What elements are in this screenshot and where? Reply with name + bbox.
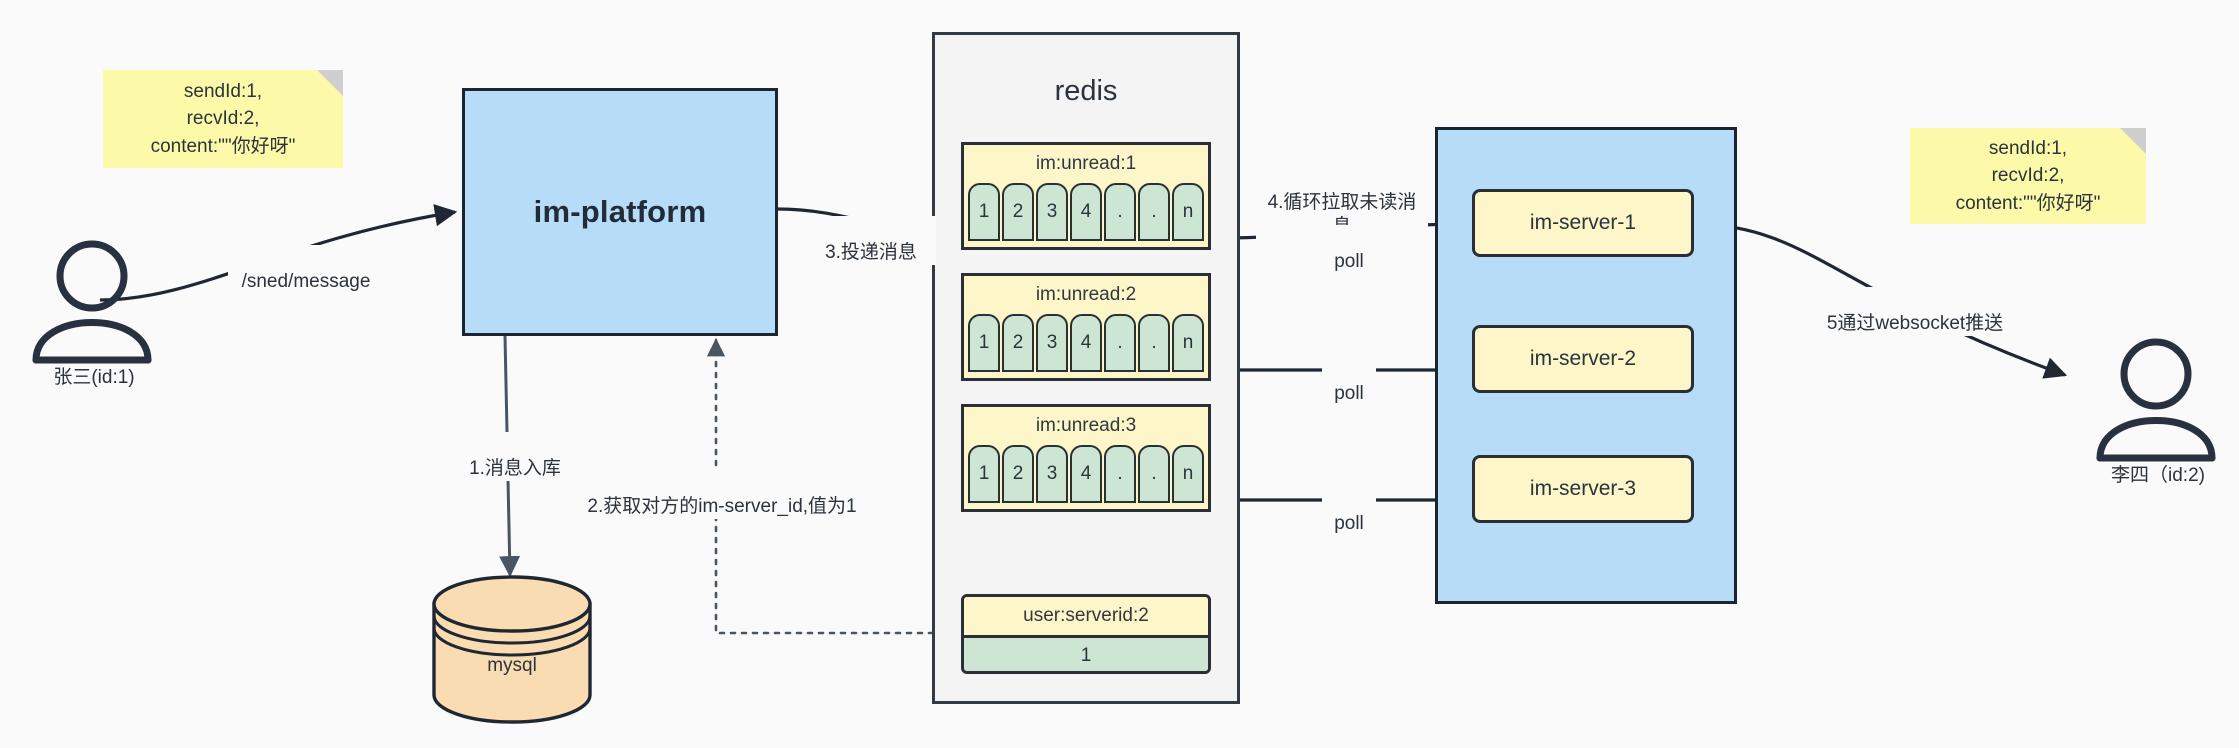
im-server-3-label: im-server-3 (1529, 477, 1637, 500)
sticky-fold-corner (317, 70, 343, 96)
im-server-2-box[interactable]: im-server-2 (1472, 325, 1694, 393)
list-item: 2 (1002, 314, 1034, 372)
sticky-note-left: sendId:1, recvId:2, content:""你好呀" (103, 70, 343, 168)
list-item: . (1104, 314, 1136, 372)
list-item: 4 (1070, 183, 1102, 241)
receiver-user-icon (2096, 338, 2216, 462)
list-item: n (1172, 445, 1204, 503)
sender-user-icon (32, 240, 152, 364)
list-item: . (1104, 183, 1136, 241)
edge-label-step4: 4.循环拉取未读消 息 (1256, 166, 1428, 241)
im-server-1-label: im-server-1 (1529, 211, 1637, 234)
redis-unread-list-3: im:unread:3 1 2 3 4 . . n (961, 404, 1211, 512)
edge-label-poll-1: poll (1322, 225, 1376, 275)
redis-unread-key-3: im:unread:3 (964, 407, 1208, 445)
sender-caption: 张三(id:1) (53, 367, 135, 388)
redis-unread-cells-3: 1 2 3 4 . . n (964, 445, 1208, 507)
sticky-note-left-text: sendId:1, recvId:2, content:""你好呀" (150, 80, 296, 157)
redis-unread-cells-2: 1 2 3 4 . . n (964, 314, 1208, 376)
im-platform-label: im-platform (533, 194, 707, 229)
edge-step2-lookup (706, 338, 957, 635)
list-item: n (1172, 183, 1204, 241)
list-item: . (1138, 445, 1170, 503)
receiver-caption: 李四（id:2) (2111, 465, 2205, 486)
redis-unread-cells-1: 1 2 3 4 . . n (964, 183, 1208, 245)
edge-label-poll-3: poll (1322, 487, 1376, 537)
im-server-1-box[interactable]: im-server-1 (1472, 189, 1694, 257)
list-item: 3 (1036, 183, 1068, 241)
edge-label-poll-2: poll (1322, 357, 1376, 407)
im-server-2-label: im-server-2 (1529, 347, 1637, 370)
edge-label-step5: 5通过websocket推送 (1788, 287, 2042, 337)
im-platform-box[interactable]: im-platform (462, 88, 778, 336)
redis-unread-key-1: im:unread:1 (964, 145, 1208, 183)
list-item: 4 (1070, 314, 1102, 372)
sticky-note-right: sendId:1, recvId:2, content:""你好呀" (1910, 128, 2146, 224)
list-item: . (1138, 183, 1170, 241)
list-item: 2 (1002, 183, 1034, 241)
sticky-fold-corner (2120, 128, 2146, 154)
redis-user-serverid-value: 1 (964, 635, 1208, 671)
list-item: 1 (968, 183, 1000, 241)
redis-user-serverid-entry: user:serverid:2 1 (961, 594, 1211, 674)
redis-title: redis (1054, 75, 1118, 107)
list-item: 4 (1070, 445, 1102, 503)
redis-unread-list-1: im:unread:1 1 2 3 4 . . n (961, 142, 1211, 250)
edge-label-step1: 1.消息入库 (446, 432, 584, 482)
list-item: . (1138, 314, 1170, 372)
list-item: 3 (1036, 314, 1068, 372)
im-server-3-box[interactable]: im-server-3 (1472, 455, 1694, 523)
edge-label-send-message: /sned/message (228, 245, 384, 295)
sticky-note-right-text: sendId:1, recvId:2, content:""你好呀" (1955, 137, 2101, 214)
redis-unread-list-2: im:unread:2 1 2 3 4 . . n (961, 273, 1211, 381)
list-item: n (1172, 314, 1204, 372)
list-item: 3 (1036, 445, 1068, 503)
redis-user-serverid-key: user:serverid:2 (964, 597, 1208, 635)
mysql-cylinder-icon (432, 575, 592, 724)
redis-unread-key-2: im:unread:2 (964, 276, 1208, 314)
list-item: . (1104, 445, 1136, 503)
mysql-label: mysql (487, 655, 537, 676)
list-item: 1 (968, 314, 1000, 372)
edge-label-step2: 2.获取对方的im-server_id,值为1 (568, 470, 876, 520)
edge-label-step3: 3.投递消息 (806, 216, 936, 266)
list-item: 1 (968, 445, 1000, 503)
list-item: 2 (1002, 445, 1034, 503)
